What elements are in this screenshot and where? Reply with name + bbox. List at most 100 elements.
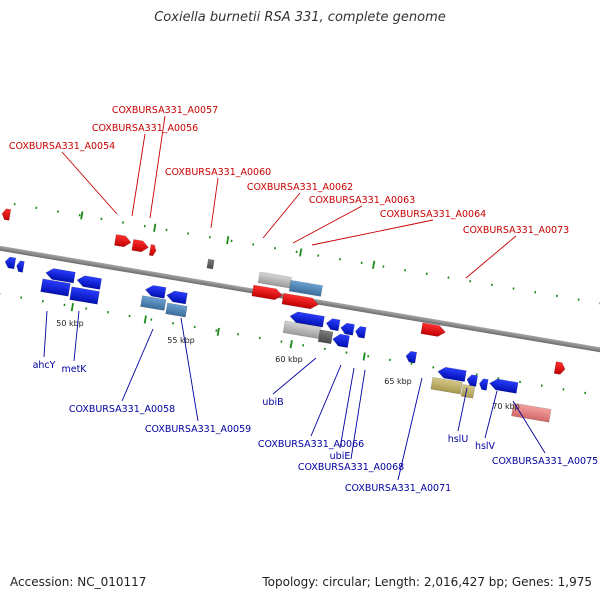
- ruler-dot: [562, 388, 565, 391]
- forward-gene-label: COXBURSA331_A0063: [309, 195, 415, 206]
- ruler-dot: [360, 261, 363, 265]
- leader-line: [61, 151, 118, 215]
- reverse-gene: [317, 329, 334, 345]
- forward-gene: [420, 322, 446, 337]
- ruler-tick: [143, 315, 147, 324]
- reverse-gene: [145, 285, 167, 299]
- reverse-gene-label: COXBURSA331_A0075: [492, 456, 598, 467]
- reverse-gene-label: ahcY: [33, 360, 56, 371]
- ruler-dot: [280, 340, 283, 343]
- ruler-dot: [382, 265, 385, 268]
- ruler-dot: [13, 202, 16, 206]
- ruler-dot: [432, 366, 435, 369]
- reverse-gene: [40, 278, 71, 297]
- scale-tick-label: 70 kbp: [492, 402, 520, 411]
- ruler-dot: [540, 384, 543, 387]
- reverse-gene: [4, 256, 17, 270]
- reverse-gene: [140, 295, 167, 311]
- ruler-dot: [106, 311, 109, 314]
- forward-gene-label: COXBURSA331_A0057: [112, 105, 218, 116]
- reverse-gene-label: COXBURSA331_A0068: [298, 462, 404, 473]
- leader-line: [397, 377, 423, 481]
- reverse-gene-label: COXBURSA331_A0071: [345, 483, 451, 494]
- ruler-dot: [150, 318, 153, 321]
- reverse-gene: [332, 333, 350, 348]
- scale-tick-label: 55 kbp: [167, 336, 195, 345]
- reverse-gene: [325, 318, 341, 332]
- reverse-gene: [16, 260, 25, 273]
- ruler-dot: [252, 243, 255, 246]
- forward-gene: [281, 292, 319, 310]
- reverse-gene: [340, 322, 355, 336]
- forward-gene: [1, 208, 12, 221]
- ruler-dot: [35, 206, 38, 210]
- ruler-dot: [447, 276, 450, 279]
- ruler-dot: [519, 380, 522, 384]
- forward-gene: [206, 258, 215, 270]
- scale-tick-label: 65 kbp: [384, 377, 412, 386]
- reverse-gene: [511, 402, 552, 423]
- scale-tick-label: 60 kbp: [275, 355, 303, 364]
- ruler-dot: [41, 300, 44, 303]
- reverse-gene-label: COXBURSA331_A0058: [69, 404, 175, 415]
- ruler-dot: [143, 224, 146, 228]
- reverse-gene-label: metK: [61, 364, 87, 375]
- forward-gene-label: COXBURSA331_A0062: [247, 182, 353, 193]
- ruler-dot: [584, 391, 587, 395]
- ruler-dot: [497, 377, 500, 380]
- leader-line: [180, 317, 199, 422]
- reverse-gene: [437, 366, 467, 382]
- ruler-dot: [20, 296, 23, 299]
- forward-gene: [251, 284, 283, 301]
- forward-gene: [553, 361, 566, 375]
- leader-line: [465, 235, 517, 279]
- reverse-gene-label: hslU: [448, 434, 469, 445]
- ruler-dot: [577, 298, 580, 301]
- ruler-dot: [172, 322, 174, 325]
- forward-gene-label: COXBURSA331_A0060: [165, 167, 271, 178]
- ruler-dot: [165, 228, 168, 232]
- ruler-tick: [299, 248, 303, 257]
- forward-gene: [148, 244, 157, 257]
- ruler-dot: [425, 272, 428, 276]
- ruler-dot: [273, 246, 276, 250]
- forward-gene: [288, 279, 323, 297]
- ruler-dot: [100, 217, 103, 221]
- ruler-dot: [323, 347, 326, 351]
- leader-line: [311, 219, 434, 246]
- ruler-dot: [78, 213, 81, 217]
- ruler-tick: [372, 260, 376, 269]
- ruler-tick: [216, 327, 220, 336]
- ruler-dot: [128, 314, 131, 318]
- ruler-dot: [57, 210, 59, 213]
- reverse-gene: [430, 376, 463, 395]
- ruler-dot: [345, 351, 348, 354]
- ruler-dot: [367, 355, 370, 358]
- forward-gene-label: COXBURSA331_A0054: [9, 141, 115, 152]
- ruler-tick: [289, 340, 293, 349]
- ruler-dot: [404, 269, 407, 272]
- ruler-dot: [295, 250, 298, 254]
- ruler-dot: [410, 362, 413, 365]
- leader-line: [121, 328, 154, 402]
- leader-line: [457, 387, 468, 432]
- leader-line: [350, 369, 366, 460]
- forward-gene: [114, 234, 132, 248]
- ruler-tick: [70, 303, 74, 312]
- ruler-dot: [512, 287, 515, 290]
- ruler-tick: [362, 352, 366, 361]
- reverse-gene: [405, 350, 418, 364]
- ruler-dot: [469, 280, 472, 283]
- ruler-dot: [187, 232, 190, 235]
- forward-gene-label: COXBURSA331_A0073: [463, 225, 569, 236]
- ruler-dot: [475, 373, 478, 376]
- ruler-dot: [193, 325, 196, 329]
- leader-line: [210, 177, 219, 229]
- leader-line: [73, 310, 80, 362]
- ruler-tick: [80, 211, 84, 220]
- leader-line: [292, 205, 363, 244]
- ruler-dot: [237, 333, 240, 336]
- leader-line: [339, 367, 355, 449]
- forward-gene: [131, 239, 149, 253]
